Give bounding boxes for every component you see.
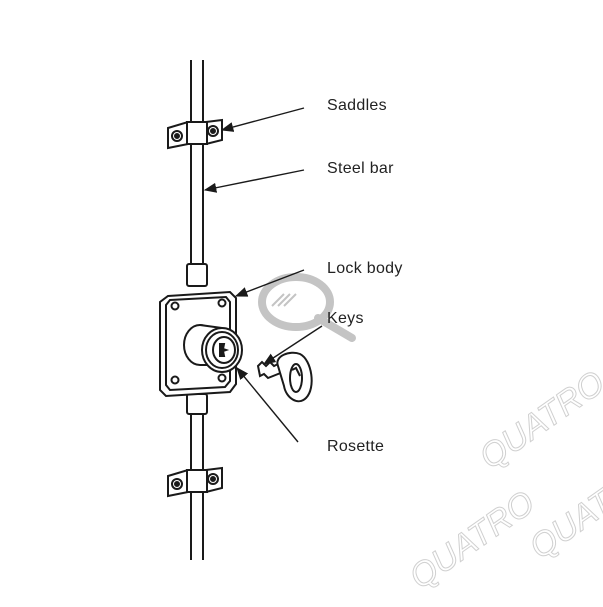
leader-steel-bar: [203, 169, 305, 193]
lock-body: [159, 263, 243, 415]
key: [256, 351, 313, 403]
watermark-logo: [258, 273, 356, 342]
saddle-bottom: [167, 466, 223, 498]
leader-lines: [203, 107, 323, 443]
label-rosette: Rosette: [327, 438, 385, 455]
label-steel-bar: Steel bar: [327, 160, 394, 177]
watermark-brand-text: QUATRO QUATRO QUATRO: [402, 363, 603, 597]
watermark-text-2: QUATRO: [403, 483, 542, 596]
leader-saddles: [220, 107, 305, 132]
label-keys: Keys: [327, 310, 364, 327]
label-saddles: Saddles: [327, 97, 387, 114]
saddle-top: [167, 118, 223, 150]
label-lock-body: Lock body: [327, 260, 403, 277]
leader-rosette: [236, 367, 299, 443]
leader-keys: [262, 325, 323, 365]
watermark-text-1: QUATRO: [473, 363, 603, 476]
leader-lock-body: [234, 269, 305, 297]
